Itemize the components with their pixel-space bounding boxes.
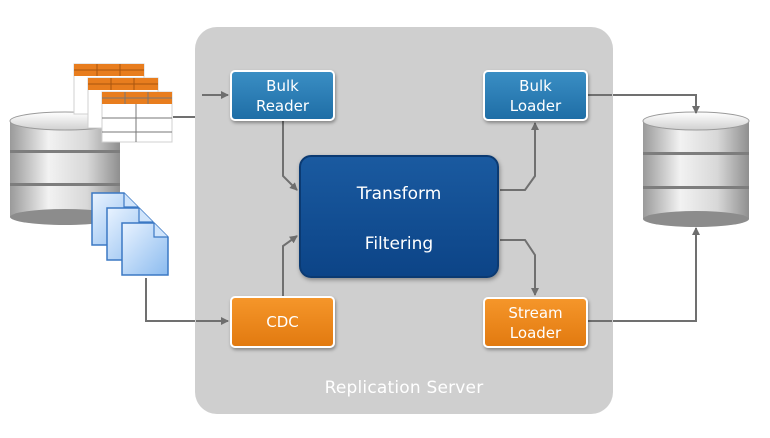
stream-loader-line1: Stream xyxy=(508,303,563,322)
target-database-icon xyxy=(642,111,750,227)
bulk-reader-line1: Bulk xyxy=(266,76,299,95)
cdc-node: CDC xyxy=(230,296,335,348)
replication-server-label: Replication Server xyxy=(324,378,484,398)
transform-filtering-node: Transform Filtering xyxy=(299,155,499,278)
cdc-label: CDC xyxy=(266,313,299,331)
arrow-bulk-loader-to-target xyxy=(588,94,700,114)
arrow-stream-loader-to-target xyxy=(588,227,700,322)
stream-loader-node: Stream Loader xyxy=(483,297,588,348)
bulk-loader-line2: Loader xyxy=(509,96,562,115)
filtering-label: Filtering xyxy=(364,234,434,254)
bulk-loader-node: Bulk Loader xyxy=(483,70,588,121)
bulk-reader-line2: Reader xyxy=(255,96,310,115)
source-files-icon xyxy=(91,192,169,276)
bulk-reader-node: Bulk Reader xyxy=(230,70,335,121)
transform-label: Transform xyxy=(356,184,442,204)
bulk-loader-line1: Bulk xyxy=(519,76,552,95)
stream-loader-line2: Loader xyxy=(509,323,562,342)
source-tables-icon xyxy=(73,63,173,143)
